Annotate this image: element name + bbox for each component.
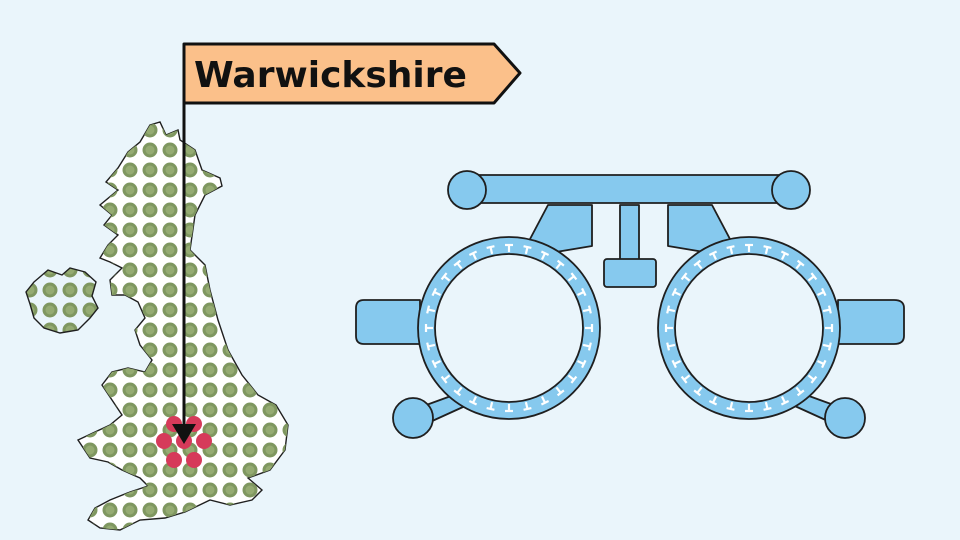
left-lens-ticks bbox=[424, 243, 594, 413]
county-name-label: Warwickshire bbox=[194, 55, 467, 96]
right-lens-ring bbox=[657, 236, 841, 420]
trial-lens-frame-icon bbox=[355, 170, 905, 439]
ireland-island bbox=[25, 267, 99, 334]
county-banner: Warwickshire bbox=[182, 42, 522, 105]
left-lens-ring bbox=[417, 236, 601, 420]
right-lens-ticks bbox=[664, 243, 834, 413]
pointer-arrow bbox=[172, 44, 196, 444]
great-britain-map-icon bbox=[25, 121, 289, 531]
